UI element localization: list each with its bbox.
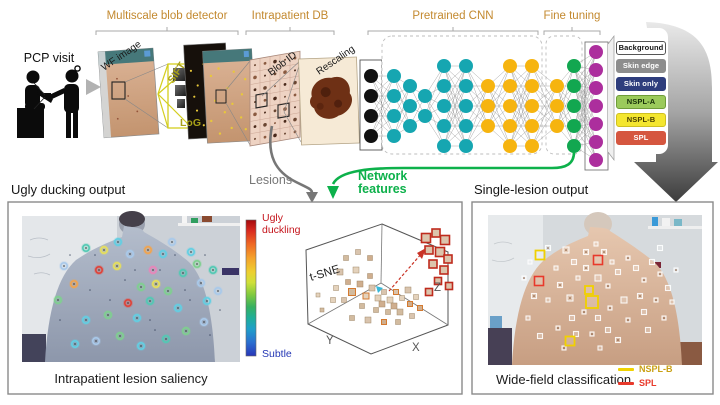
class-pill-spl: SPL	[616, 131, 666, 145]
nspl-b-legend-swatch	[618, 367, 634, 371]
detected-blobs-photo	[202, 48, 257, 144]
tsne-axis-y: Y	[326, 335, 334, 347]
legend-row-spl: SPL	[618, 378, 657, 388]
saliency-caption: Intrapatient lesion saliency	[54, 371, 208, 386]
lesions-arrow	[269, 125, 314, 194]
log-label: LoG	[180, 117, 201, 129]
tsne-reference-marker	[376, 286, 383, 293]
spl-legend-label: SPL	[639, 378, 657, 388]
ugly-duckling-panel-title: Ugly ducking output	[11, 182, 126, 197]
lesions-label: Lesions	[249, 173, 293, 187]
class-pill-nspl-b: NSPL-B	[616, 113, 666, 127]
network-features-label: Network features	[358, 169, 408, 196]
single-lesion-panel-title: Single-lesion output	[474, 182, 589, 197]
blob-crop-box	[215, 89, 227, 104]
tsne-axis-x: X	[412, 342, 420, 354]
classification-photo	[488, 212, 702, 365]
wf-crop-box	[111, 81, 126, 100]
flow-arrow-to-single-lesion	[634, 22, 718, 202]
wf-image-photo	[97, 47, 160, 139]
cnn-nodes	[364, 45, 603, 167]
legend-row-nspl-b: NSPL-B	[618, 364, 673, 374]
class-pill-skin-edge: Skin edge	[616, 59, 666, 73]
colorbar-bottom-label: Subtle	[262, 348, 292, 360]
class-pill-background: Background	[616, 41, 666, 55]
pcp-visit-label: PCP visit	[23, 51, 75, 65]
colorbar-top-label: Ugly duckling	[262, 212, 301, 236]
camera-icon	[44, 93, 51, 99]
saliency-colorbar	[245, 219, 257, 357]
classification-caption: Wide-field classification	[496, 372, 632, 387]
blob-id-grid	[249, 50, 301, 147]
network-features-arrow	[331, 151, 576, 185]
section-label-intrapatient-db: Intrapatient DB	[251, 10, 329, 22]
tsne-axis-z: Z	[434, 282, 441, 294]
flow-arrow-pcp-to-wf	[86, 79, 101, 95]
class-pill-nspl-a: NSPL-A	[616, 95, 666, 109]
section-label-fine-tuning: Fine tuning	[543, 10, 601, 22]
pcp-visit-icons	[17, 65, 81, 138]
spl-legend-swatch	[618, 381, 634, 385]
section-brackets	[95, 27, 601, 35]
class-pill-skin-only: Skin only	[616, 77, 666, 91]
class-list-flap	[607, 34, 615, 162]
section-label-pretrained-cnn: Pretrained CNN	[412, 10, 494, 22]
tsne-plot: t-SNE Z Y X	[305, 223, 454, 355]
section-label-multiscale-blob-detector: Multiscale blob detector	[106, 10, 228, 22]
rescaling-patch	[298, 56, 360, 146]
saliency-photo	[22, 211, 240, 362]
nspl-b-legend-label: NSPL-B	[639, 364, 673, 374]
